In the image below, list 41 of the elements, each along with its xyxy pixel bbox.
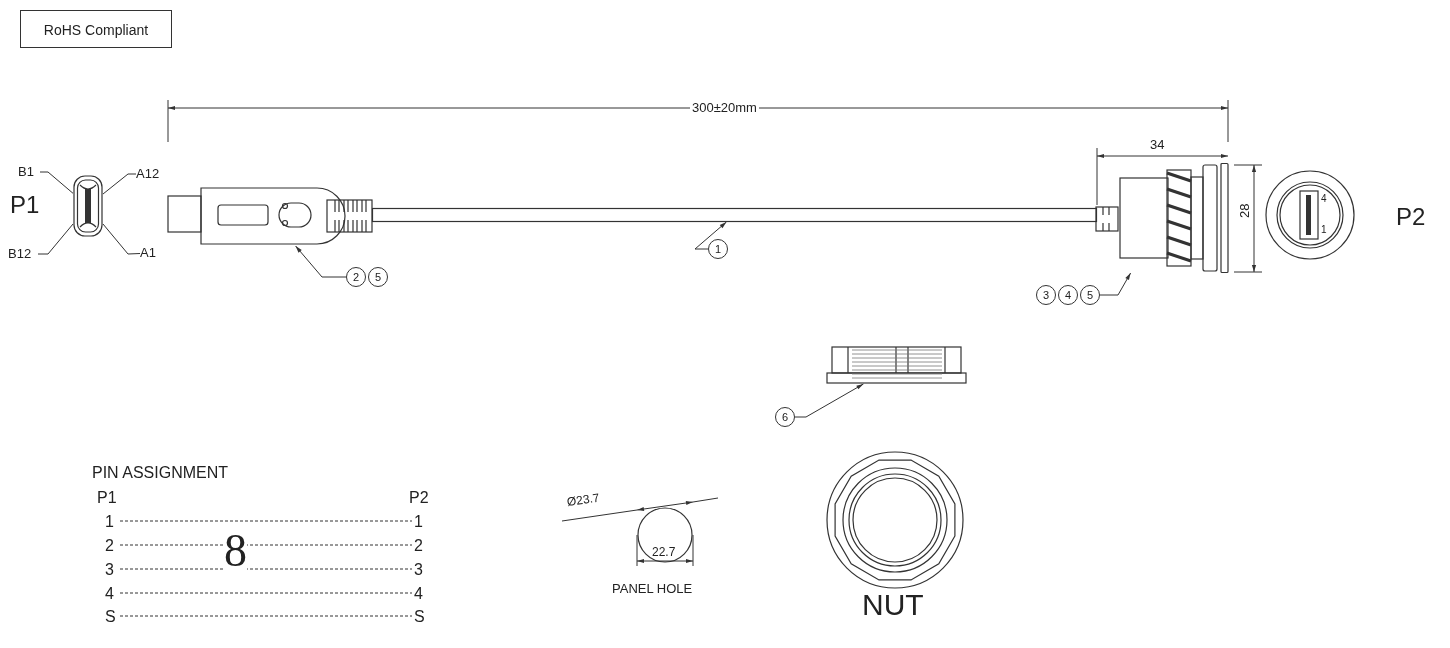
view-label: P2 xyxy=(1396,204,1426,231)
view-label: NUT xyxy=(862,588,924,621)
connector-face-drawing xyxy=(73,175,103,237)
dimension-text: Ø23.7 xyxy=(566,491,601,510)
callout-number: 1 xyxy=(708,239,728,259)
pin-number: 1 xyxy=(1321,224,1327,235)
pin-label: A1 xyxy=(140,245,162,261)
leader-line xyxy=(37,223,74,255)
pin-number: 4 xyxy=(1321,193,1327,204)
table-heading: PIN ASSIGNMENT xyxy=(92,464,229,482)
circle-drawing xyxy=(637,507,693,563)
callout-number: 5 xyxy=(1080,285,1100,305)
dimension-text: 22.7 xyxy=(652,546,676,560)
leader-line xyxy=(295,245,347,278)
column-heading: P1 xyxy=(97,489,117,507)
leader-line xyxy=(694,221,727,250)
pin-label: A12 xyxy=(136,166,164,182)
pin-label: B1 xyxy=(18,164,40,180)
pin-label: B12 xyxy=(8,246,38,262)
callout-number: 4 xyxy=(1058,285,1078,305)
leader-line xyxy=(794,383,864,418)
dimension-text: 28 xyxy=(1238,203,1253,218)
callout-number: 6 xyxy=(775,407,795,427)
cable-drawing xyxy=(372,208,1097,222)
view-label: PANEL HOLE xyxy=(612,582,693,597)
nut-front-drawing xyxy=(825,450,965,590)
dimension-text: 34 xyxy=(1150,138,1165,153)
plug-drawing xyxy=(167,186,373,246)
callout-number: 2 xyxy=(346,267,366,287)
view-label: P1 xyxy=(10,192,40,219)
leader-line xyxy=(102,173,137,195)
callout-number: 3 xyxy=(1036,285,1056,305)
nut-side-drawing xyxy=(826,346,967,384)
leader-line xyxy=(1099,272,1132,296)
leader-line xyxy=(39,171,74,194)
panel-connector-drawing xyxy=(1095,163,1229,273)
leader-line xyxy=(102,223,141,255)
column-heading: P2 xyxy=(409,489,429,507)
callout-number: 5 xyxy=(368,267,388,287)
note-box: RoHS Compliant xyxy=(20,10,172,48)
connector-face-drawing xyxy=(1265,170,1355,260)
